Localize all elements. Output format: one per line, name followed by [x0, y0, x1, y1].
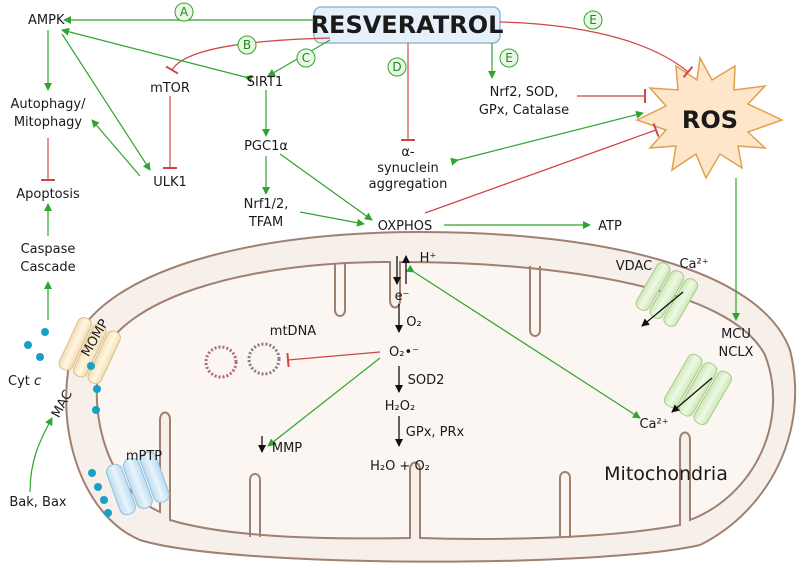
svg-text:D: D	[392, 60, 401, 74]
pgc1a-label: PGC1α	[244, 139, 288, 154]
svg-text:A: A	[180, 5, 189, 19]
mptp-channel	[106, 451, 170, 516]
ca-bottom-label: Ca²⁺	[639, 417, 668, 432]
h2o2-label: H₂O₂	[385, 399, 415, 414]
svg-text:B: B	[243, 38, 251, 52]
circle-c: C	[296, 48, 316, 68]
mcu-label: MCU	[721, 327, 751, 342]
circle-d: D	[387, 57, 407, 77]
autophagy-label-2: Mitophagy	[14, 115, 83, 130]
ulk1-label: ULK1	[153, 175, 187, 190]
cytochrome-c-dots	[24, 328, 112, 517]
sod2-label: SOD2	[408, 373, 445, 388]
o2-label: O₂	[406, 315, 421, 330]
ampk-label: AMPK	[28, 13, 65, 28]
mptp-label: mPTP	[126, 449, 162, 464]
mmp-label: MMP	[272, 441, 302, 456]
caspase-label-1: Caspase	[21, 242, 76, 257]
sirt1-label: SIRT1	[247, 75, 283, 90]
mtdna-label: mtDNA	[270, 324, 316, 339]
nrf12-label-2: TFAM	[248, 215, 283, 230]
bak-bax-label: Bak, Bax	[9, 495, 67, 510]
vdac-label: VDAC	[616, 259, 652, 274]
circle-e-nrf2: E	[499, 48, 519, 68]
nrf12-label-1: Nrf1/2,	[244, 197, 289, 212]
svg-text:E: E	[505, 51, 513, 65]
circle-a: A	[174, 2, 194, 22]
momp-mac-channel	[58, 316, 121, 385]
ca-top-label: Ca²⁺	[679, 257, 708, 272]
autophagy-label-1: Autophagy/	[11, 97, 87, 112]
electron-label: e⁻	[395, 289, 410, 304]
ros-star	[635, 55, 784, 180]
cytc-label: Cyt c	[8, 374, 41, 389]
vdac-channel	[635, 262, 699, 327]
resveratrol-box	[313, 6, 501, 44]
synuclein-label-1: α-	[401, 145, 415, 160]
svg-text:E: E	[589, 13, 597, 27]
nrf2-label-1: Nrf2, SOD,	[490, 85, 559, 100]
hplus-label: H⁺	[420, 251, 437, 266]
gpx-prx-label: GPx, PRx	[406, 425, 465, 440]
atp-label: ATP	[598, 219, 622, 234]
mtdna-icon	[204, 342, 281, 379]
synuclein-label-3: aggregation	[369, 177, 448, 192]
superoxide-label: O₂•⁻	[389, 345, 419, 360]
circle-e-ros: E	[583, 10, 603, 30]
mtor-label: mTOR	[150, 81, 190, 96]
ros-label: ROS	[682, 106, 738, 134]
nclx-label: NCLX	[719, 345, 754, 360]
mitochondria-label: Mitochondria	[604, 463, 728, 485]
synuclein-label-2: synuclein	[377, 161, 439, 176]
caspase-label-2: Cascade	[20, 260, 75, 275]
circle-b: B	[237, 35, 257, 55]
h2o-o2-label: H₂O + O₂	[370, 459, 430, 474]
nrf2-label-2: GPx, Catalase	[479, 103, 569, 118]
svg-text:C: C	[302, 51, 310, 65]
oxphos-label: OXPHOS	[378, 219, 432, 234]
apoptosis-label: Apoptosis	[16, 187, 80, 202]
resveratrol-label: RESVERATROL	[311, 11, 504, 39]
